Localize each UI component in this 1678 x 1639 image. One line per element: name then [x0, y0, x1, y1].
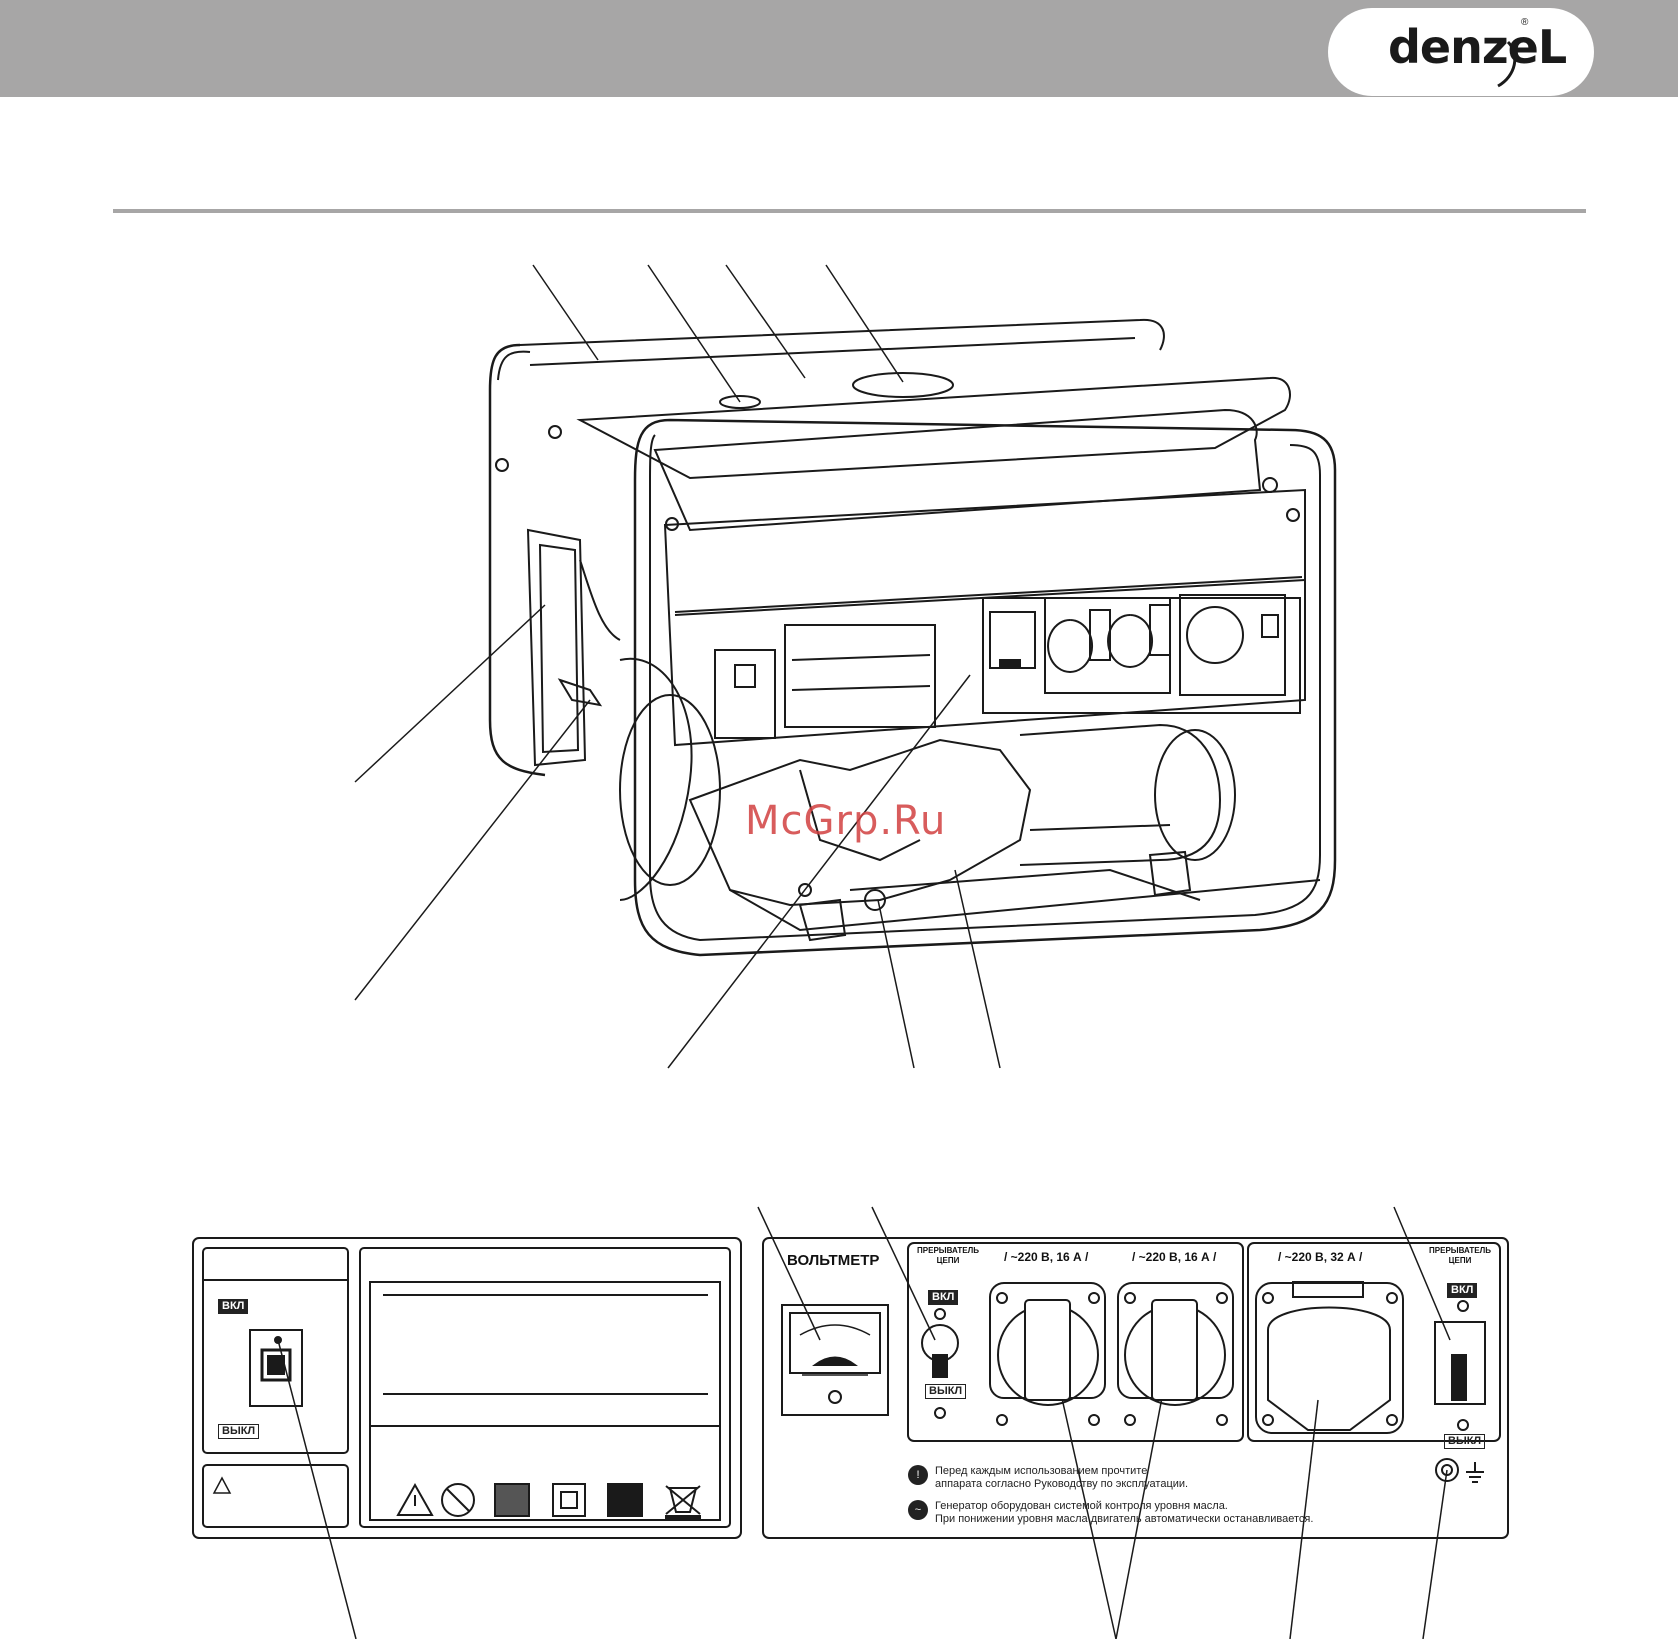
oil-level-notice-icon: ~ — [908, 1500, 928, 1520]
breaker-right-title-line1: ПРЕРЫВАТЕЛЬ — [1429, 1246, 1491, 1255]
brand-logo-text: denzeL — [1388, 20, 1567, 74]
frame-outer — [488, 343, 546, 777]
switch-on-label: ВКЛ — [218, 1299, 249, 1314]
socket-16a-2 — [1117, 1282, 1234, 1426]
double-insulation-icon — [552, 1483, 586, 1517]
breaker-right-off-label: ВЫКЛ — [1444, 1434, 1486, 1449]
weee-bin-icon — [665, 1485, 701, 1520]
notice2-line2: При понижении уровня масла двигатель авт… — [935, 1513, 1314, 1525]
callout-lines-bottom — [667, 674, 1001, 1069]
voltmeter-title: ВОЛЬТМЕТР — [787, 1252, 880, 1269]
generator-illustration — [354, 264, 1337, 1069]
socket-32a — [1255, 1281, 1404, 1434]
breaker-right — [1434, 1300, 1486, 1431]
rubber-foot-left — [798, 898, 847, 942]
socket-16a-1 — [989, 1282, 1106, 1426]
breaker-right-on-label: ВКЛ — [1447, 1283, 1478, 1298]
breaker-left-title-line2: ЦЕПИ — [936, 1256, 960, 1265]
read-manual-notice-icon: ! — [908, 1465, 928, 1485]
read-manual-icon — [494, 1483, 530, 1517]
panel-callout-lines — [277, 1206, 1451, 1639]
registered-mark: ® — [1521, 17, 1529, 28]
no-rain-icon — [441, 1483, 475, 1517]
starter-handle — [557, 678, 603, 707]
notice1-line1: Перед каждым использованием прочтите — [935, 1465, 1148, 1477]
ground-icon — [1435, 1458, 1484, 1483]
callout-lines-top — [532, 264, 904, 403]
breaker-left-on-label: ВКЛ — [928, 1290, 959, 1305]
brand-logo-badge — [1328, 8, 1594, 96]
breaker-left-title-line1: ПРЕРЫВАТЕЛЬ — [917, 1246, 979, 1255]
logo-swoosh-icon — [1497, 40, 1517, 88]
socket1-label: / ~220 В, 16 А / — [1004, 1250, 1089, 1264]
left-panel-frame — [192, 1237, 742, 1539]
warning-triangle-icon — [396, 1482, 434, 1516]
frame-front — [633, 418, 1337, 957]
breaker-right-title-line2: ЦЕПИ — [1448, 1256, 1472, 1265]
breaker-left — [921, 1308, 959, 1419]
notice2-line1: Генератор оборудован системой контроля у… — [935, 1500, 1228, 1512]
callout-lines-left — [354, 604, 591, 1001]
breaker-left-off-label: ВЫКЛ — [925, 1384, 967, 1399]
section-divider — [113, 209, 1586, 213]
voltmeter — [781, 1304, 889, 1416]
right-panel-frame — [762, 1237, 1509, 1539]
eac-mark-icon — [607, 1483, 643, 1517]
main-switch — [249, 1329, 303, 1407]
rubber-foot-right — [1148, 850, 1192, 897]
socket2-label: / ~220 В, 16 А / — [1132, 1250, 1217, 1264]
lightning-warning-icon — [212, 1476, 232, 1494]
watermark: McGrp.Ru — [745, 798, 947, 844]
notice1-line2: аппарата согласно Руководству по эксплуа… — [935, 1478, 1189, 1490]
air-filter — [526, 528, 587, 767]
socket3-label: / ~220 В, 32 А / — [1278, 1250, 1363, 1264]
control-box — [663, 488, 1306, 747]
fuel-tank — [576, 376, 1291, 480]
engine-block — [619, 657, 693, 901]
switch-off-label: ВЫКЛ — [218, 1424, 260, 1439]
